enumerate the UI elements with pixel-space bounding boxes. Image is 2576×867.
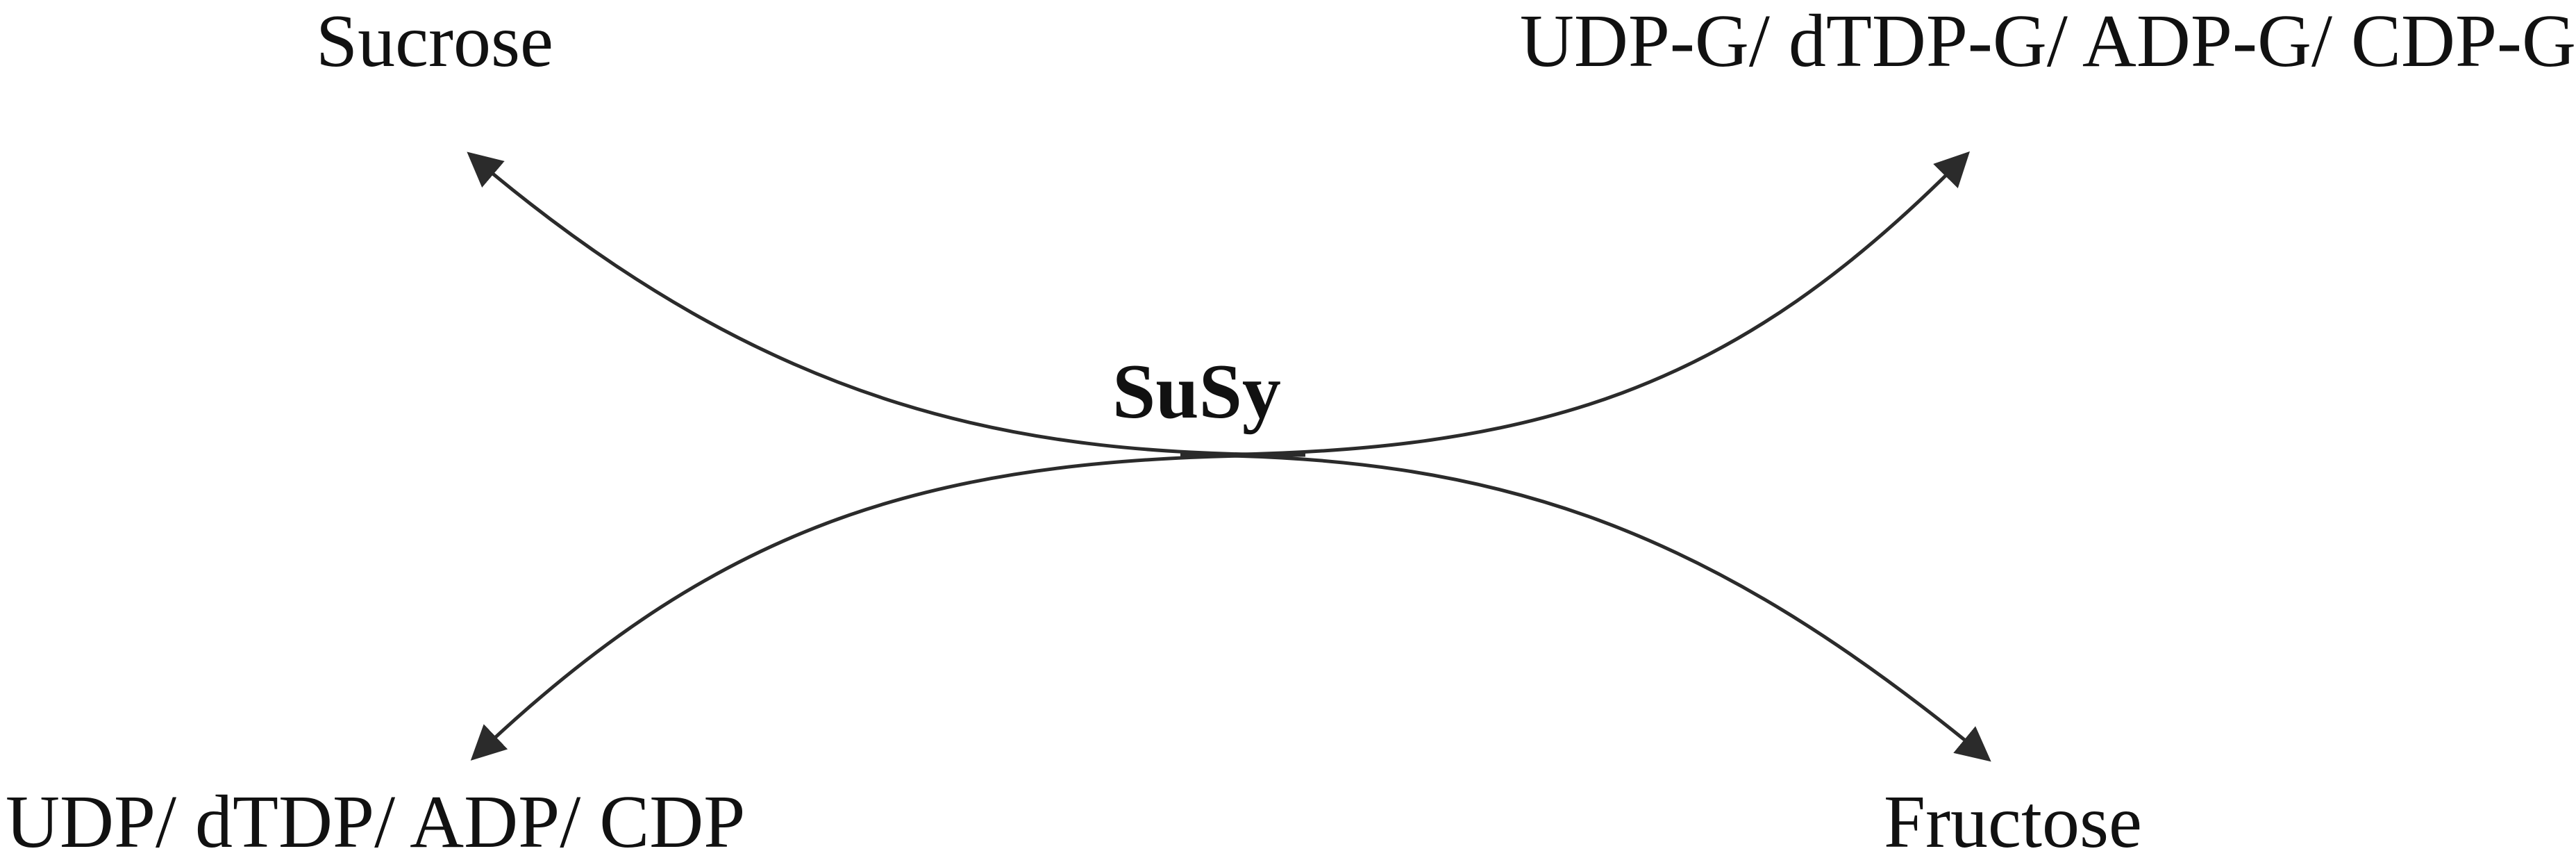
sucrose-label: Sucrose — [316, 0, 553, 83]
arrow-to-nucleotide-diphosphates — [470, 453, 1306, 761]
enzyme-label: SuSy — [1112, 349, 1281, 435]
nucleotide-glucose-label: UDP-G/ dTDP-G/ ADP-G/ CDP-G — [1519, 0, 2576, 83]
nucleotide-diphosphate-label: UDP/ dTDP/ ADP/ CDP — [6, 781, 746, 864]
arrow-to-sucrose — [467, 151, 1306, 457]
arrow-to-fructose — [1180, 453, 1991, 762]
arrow-to-nucleotide-glucose — [1180, 151, 1971, 457]
fructose-label: Fructose — [1884, 781, 2142, 864]
